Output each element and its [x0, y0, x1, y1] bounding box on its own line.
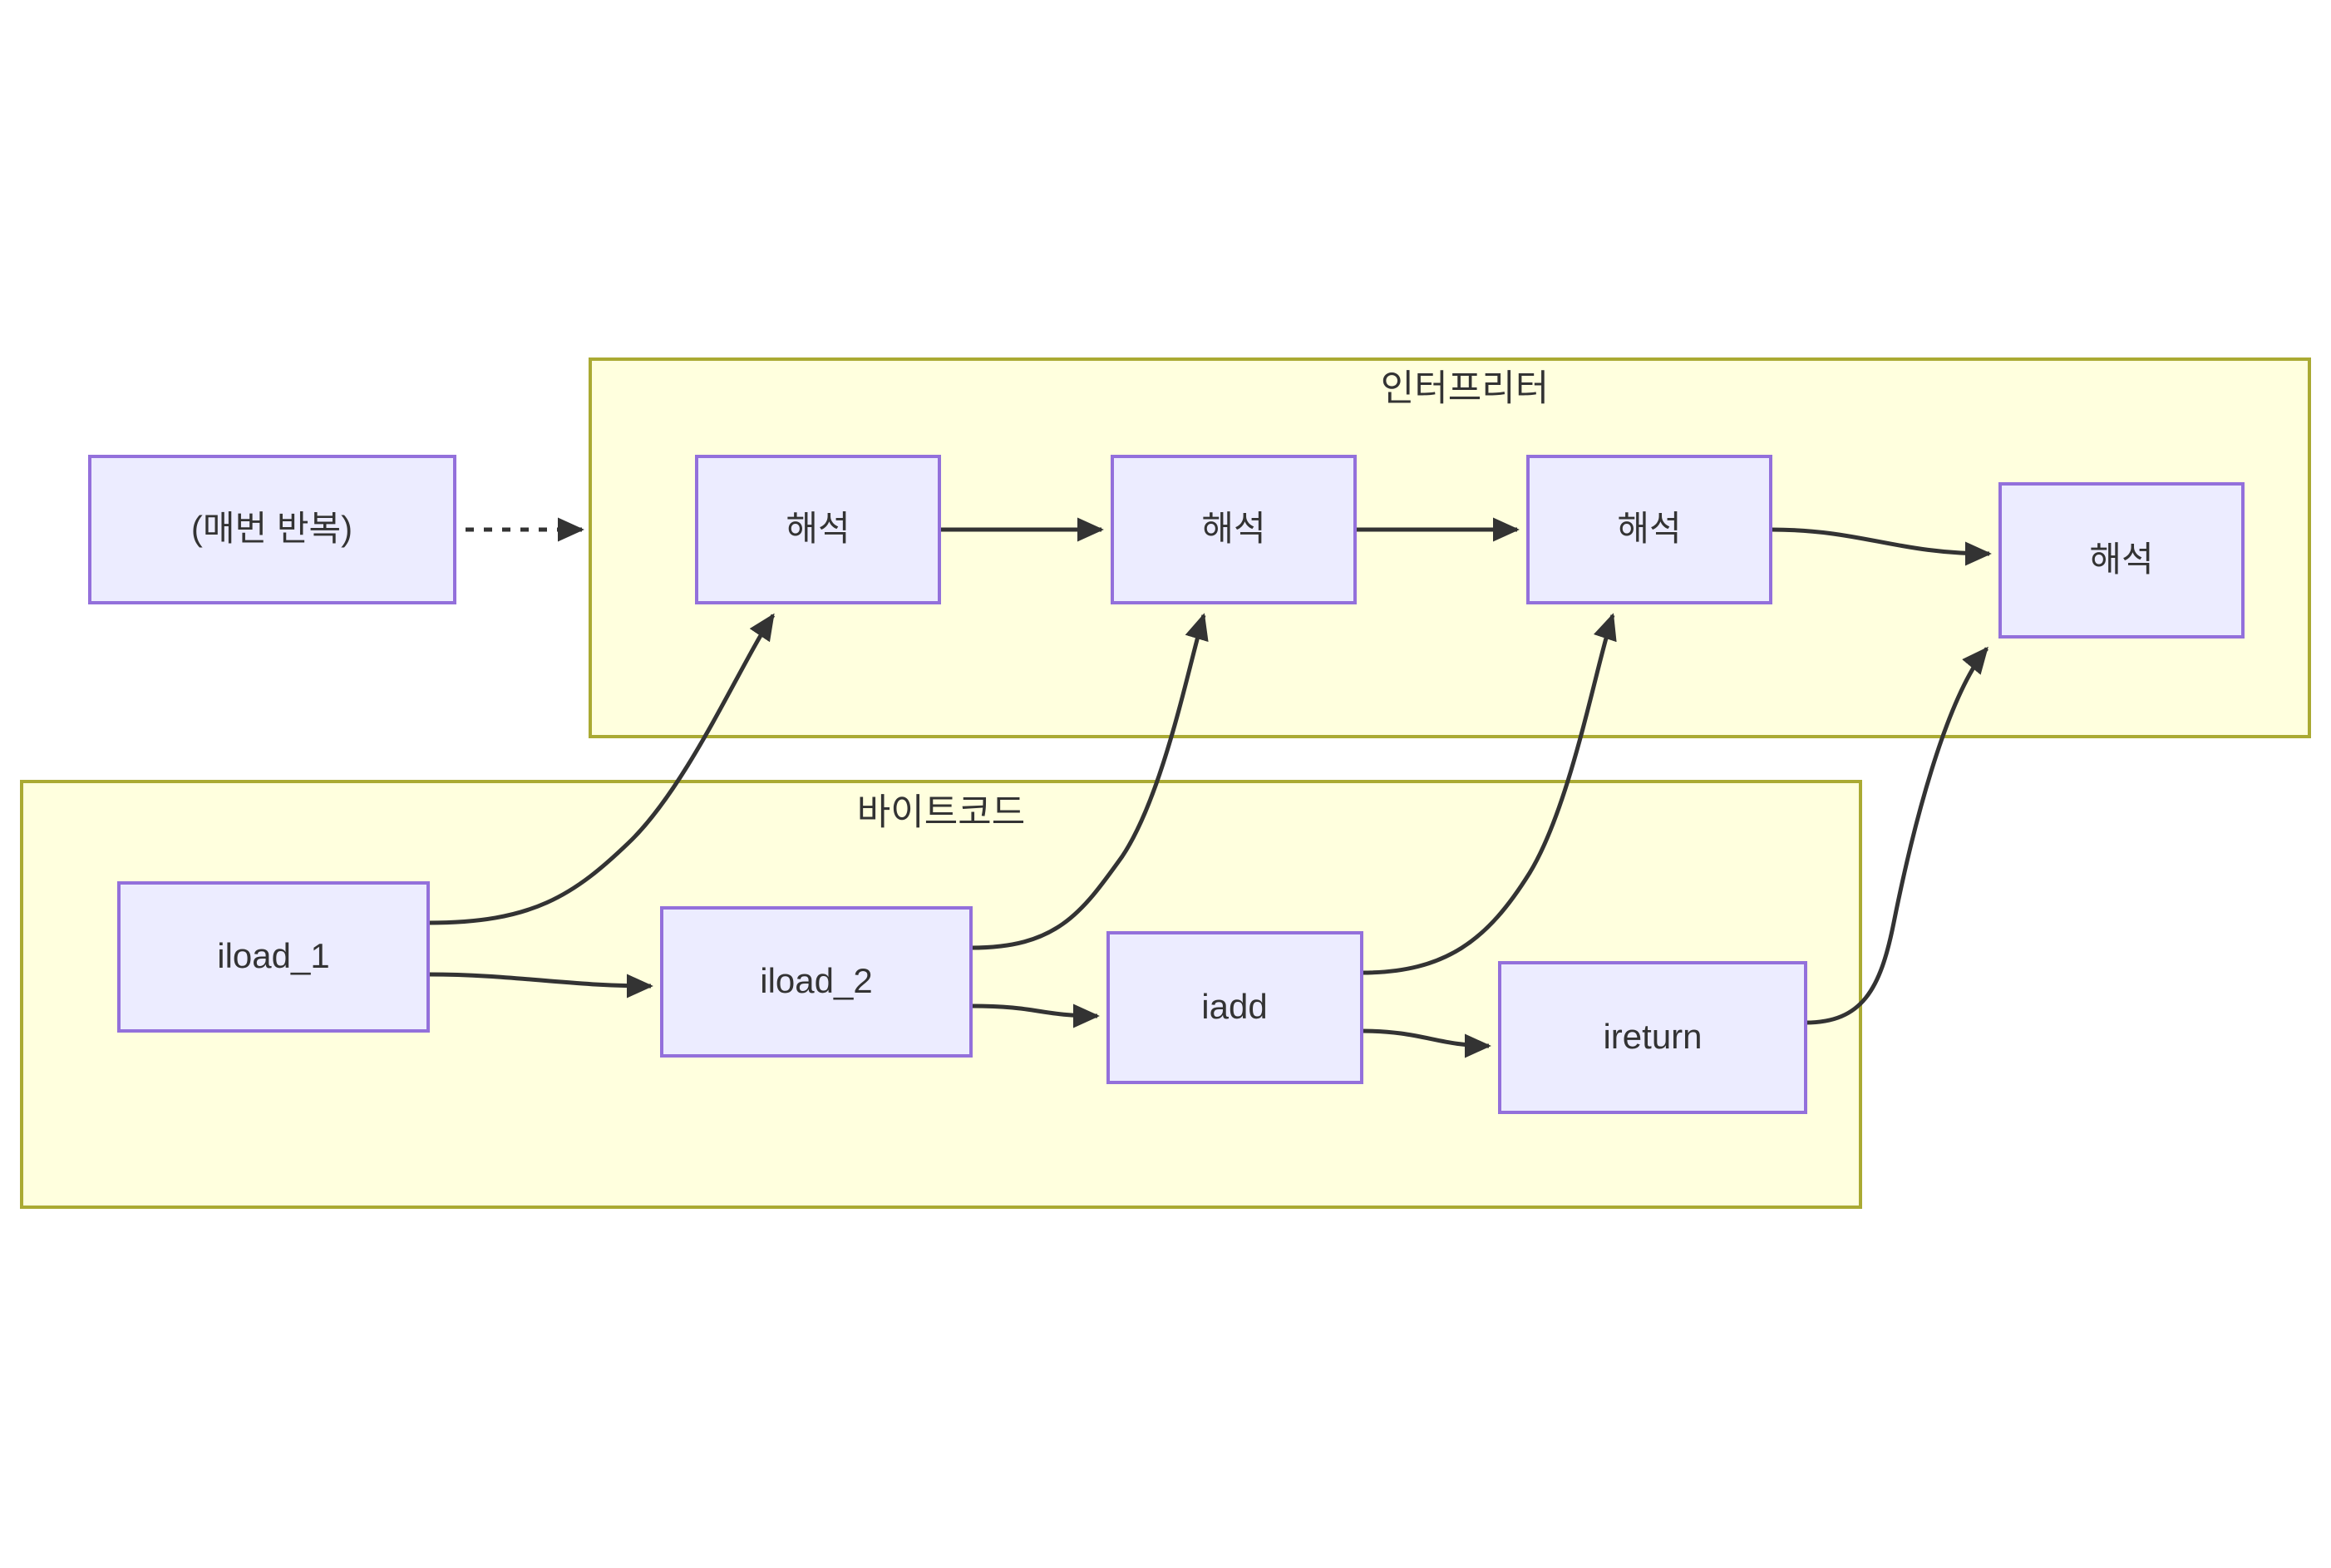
node-iload-2-label: iload_2 — [760, 961, 872, 1000]
node-iload-1-rect[interactable] — [117, 881, 430, 1033]
node-interpret-1-label: 해석 — [786, 509, 850, 548]
edge-ireturn-to-interpret-4 — [1805, 646, 1988, 1025]
node-interpret-3-label: 해석 — [1617, 509, 1681, 548]
node-loop-note[interactable]: (매번 반복) — [88, 455, 456, 604]
node-iload-1-label: iload_1 — [217, 936, 329, 975]
node-interpret-1[interactable]: 해석 — [695, 455, 941, 604]
cluster-interpreter-label: 인터프리터 — [1381, 368, 1549, 409]
node-ireturn-label: ireturn — [1603, 1017, 1702, 1056]
node-iload-1[interactable]: iload_1 — [117, 881, 430, 1033]
edge-iload-2-to-iadd — [970, 1003, 1100, 1028]
node-interpret-3-rect[interactable] — [1526, 455, 1772, 604]
edge-iadd-to-interpret-3 — [1361, 613, 1617, 975]
node-interpret-1-rect[interactable] — [695, 455, 941, 604]
node-interpret-4-rect[interactable] — [1998, 482, 2245, 639]
node-interpret-2-rect[interactable] — [1111, 455, 1357, 604]
node-interpret-2[interactable]: 해석 — [1111, 455, 1357, 604]
node-iadd-label: iadd — [1201, 987, 1267, 1026]
node-iadd-rect[interactable] — [1106, 931, 1363, 1084]
node-interpret-3[interactable]: 해석 — [1526, 455, 1772, 604]
node-ireturn-rect[interactable] — [1498, 961, 1807, 1114]
edge-interpret-3-to-interpret-4 — [1770, 527, 1992, 566]
node-interpret-2-label: 해석 — [1201, 509, 1265, 548]
edge-iload-2-to-interpret-2 — [970, 613, 1209, 950]
node-loop-note-rect[interactable] — [88, 455, 456, 604]
node-interpret-4[interactable]: 해석 — [1998, 482, 2245, 639]
node-loop-note-label: (매번 반복) — [191, 509, 352, 548]
edge-iload-1-to-interpret-1 — [427, 613, 776, 925]
node-iadd[interactable]: iadd — [1106, 931, 1363, 1084]
node-iload-2-rect[interactable] — [660, 906, 973, 1058]
node-ireturn[interactable]: ireturn — [1498, 961, 1807, 1114]
node-iload-2[interactable]: iload_2 — [660, 906, 973, 1058]
node-interpret-4-label: 해석 — [2089, 540, 2153, 579]
edge-iadd-to-ireturn — [1361, 1028, 1491, 1058]
cluster-bytecode-label: 바이트코드 — [857, 792, 1025, 833]
edge-iload-1-to-iload-2 — [427, 972, 653, 998]
